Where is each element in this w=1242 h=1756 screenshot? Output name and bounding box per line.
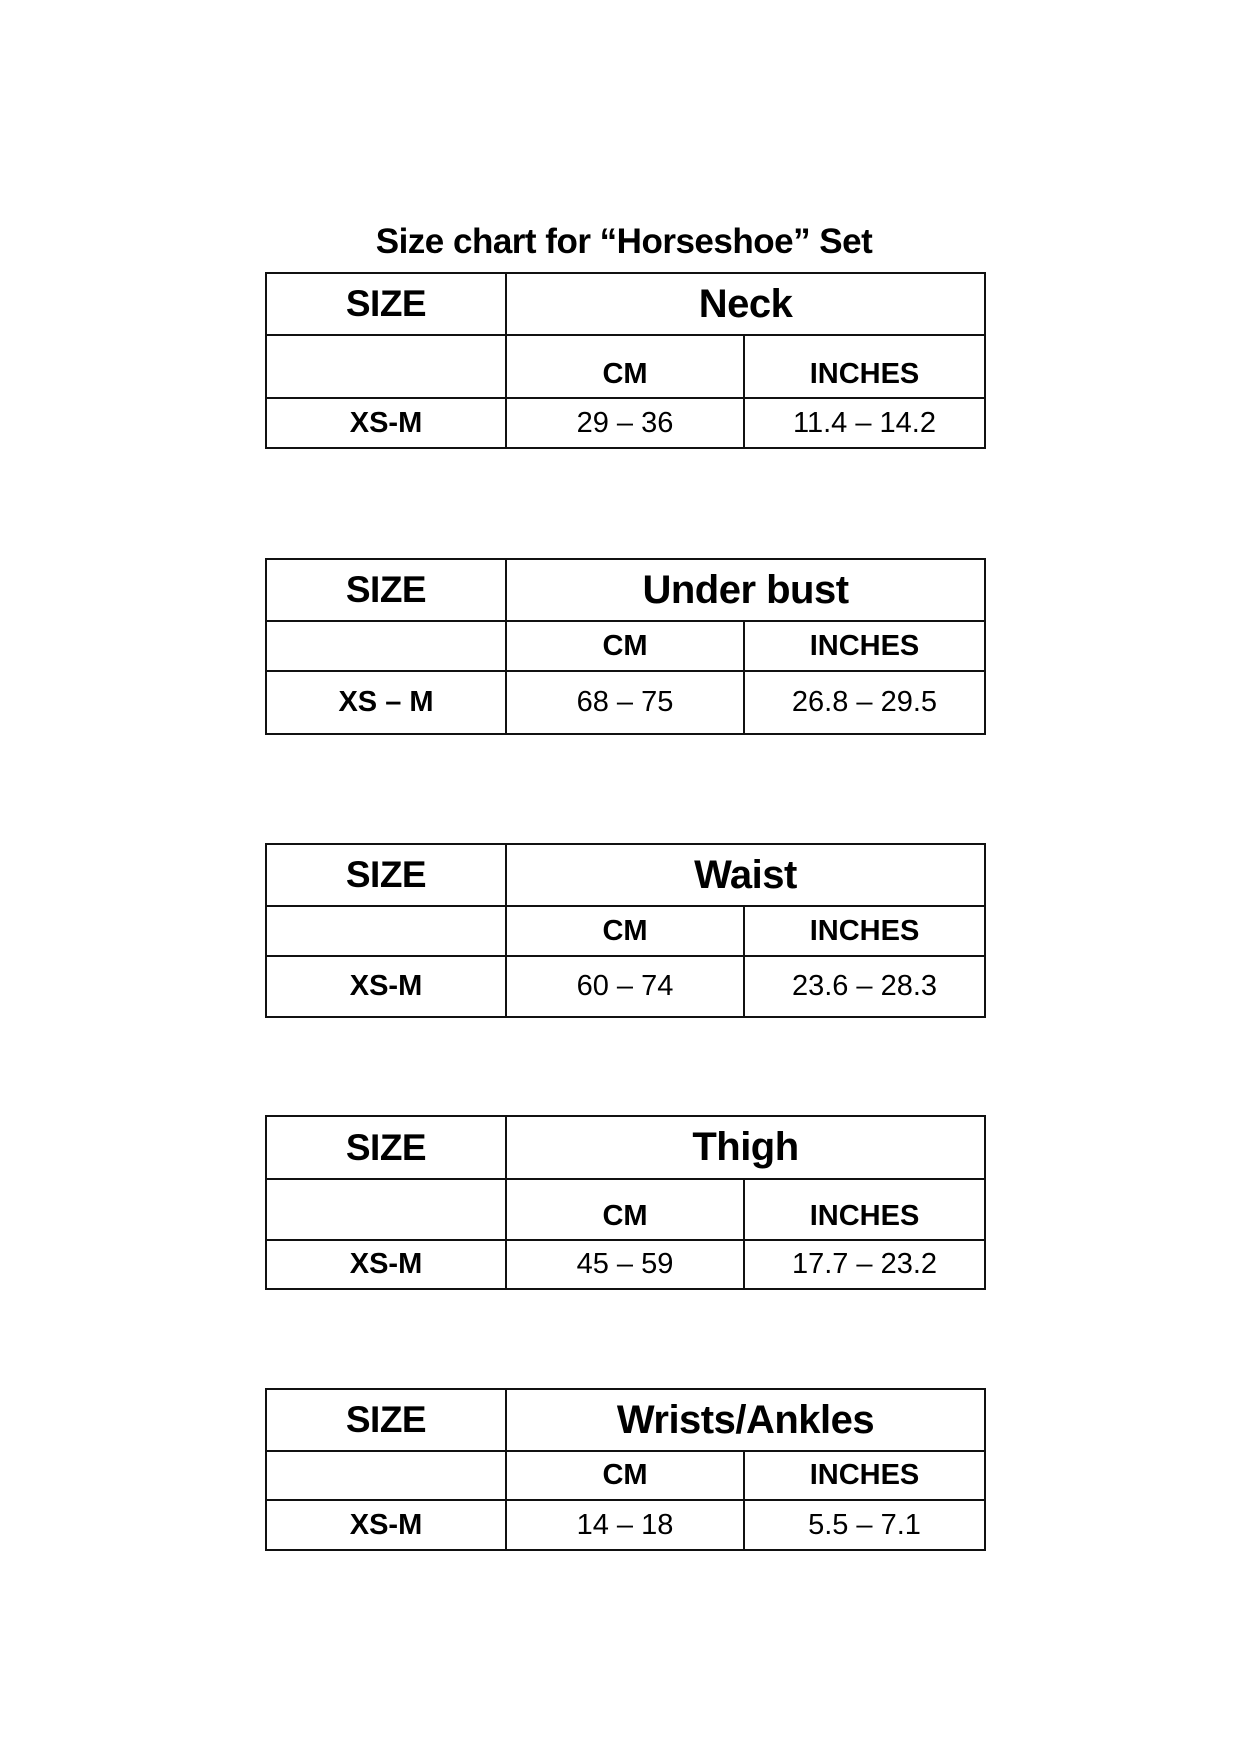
size-value: XS-M <box>265 397 507 449</box>
page-title: Size chart for “Horseshoe” Set <box>375 222 873 261</box>
inches-header: INCHES <box>742 1178 987 1241</box>
measurement-header: Neck <box>505 272 986 336</box>
cm-value: 60 – 74 <box>505 955 745 1018</box>
size-header: SIZE <box>265 558 507 622</box>
inches-value: 5.5 – 7.1 <box>743 1499 986 1551</box>
inches-header: INCHES <box>743 334 986 399</box>
measurement-header: Thigh <box>504 1115 987 1180</box>
cm-value: 68 – 75 <box>505 670 745 735</box>
inches-value: 26.8 – 29.5 <box>743 670 986 735</box>
size-header: SIZE <box>265 843 507 907</box>
inches-value: 17.7 – 23.2 <box>742 1239 987 1290</box>
size-value: XS-M <box>265 1239 507 1290</box>
inches-value: 11.4 – 14.2 <box>743 397 986 449</box>
size-value: XS – M <box>265 670 507 735</box>
cm-header: CM <box>505 334 745 399</box>
cm-header: CM <box>505 1450 745 1501</box>
cm-header: CM <box>505 620 745 672</box>
inches-header: INCHES <box>743 1450 986 1501</box>
cm-value: 29 – 36 <box>505 397 745 449</box>
empty-cell <box>265 620 507 672</box>
measurement-header: Waist <box>504 843 987 907</box>
size-value: XS-M <box>265 955 507 1018</box>
size-header: SIZE <box>265 1388 507 1452</box>
cm-header: CM <box>505 1178 745 1241</box>
cm-value: 14 – 18 <box>505 1499 745 1551</box>
size-value: XS-M <box>265 1499 507 1551</box>
inches-value: 23.6 – 28.3 <box>742 955 987 1018</box>
empty-cell <box>265 905 507 957</box>
empty-cell <box>265 1178 507 1241</box>
measurement-header: Wrists/Ankles <box>505 1388 986 1452</box>
size-header: SIZE <box>265 272 507 336</box>
empty-cell <box>265 334 507 399</box>
inches-header: INCHES <box>743 620 986 672</box>
cm-value: 45 – 59 <box>505 1239 745 1290</box>
cm-header: CM <box>505 905 745 957</box>
size-header: SIZE <box>265 1115 507 1180</box>
measurement-header: Under bust <box>505 558 986 622</box>
empty-cell <box>265 1450 507 1501</box>
inches-header: INCHES <box>742 905 987 957</box>
